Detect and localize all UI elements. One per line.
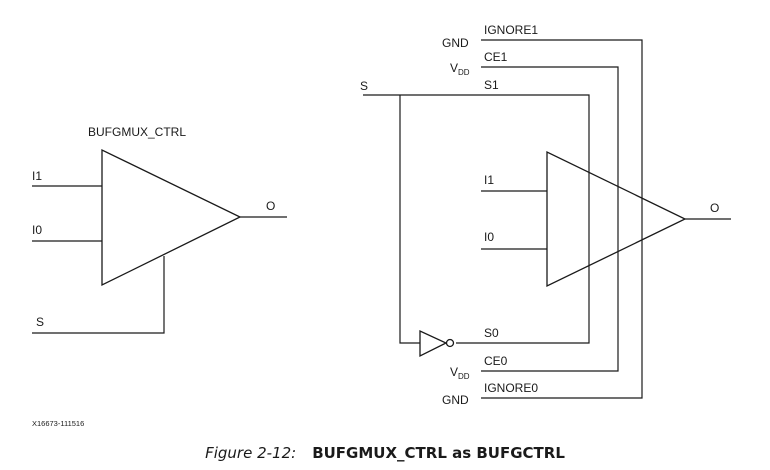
pin-ce0: CE0 [484,354,508,368]
figure-reference-id: X16673-111516 [32,419,84,428]
left-input-i1: I1 [32,169,42,183]
left-title: BUFGMUX_CTRL [88,125,186,139]
vdd-label-top: VDD [450,61,470,77]
diagram-svg: BUFGMUX_CTRL I1 I0 O S S GND IGNORE1 VDD… [32,23,731,428]
right-wire-ignore [481,39,643,399]
pin-ignore1: IGNORE1 [484,23,538,37]
right-select-s: S [360,79,368,93]
left-select-s: S [36,315,44,329]
vdd-label-bottom: VDD [450,365,470,381]
left-wire-s [32,256,165,334]
gnd-label-top: GND [442,36,469,50]
pin-i1: I1 [484,173,494,187]
left-input-i0: I0 [32,223,42,237]
right-output-o: O [710,201,719,215]
figure-number: Figure 2-12: [205,444,297,462]
pin-s1: S1 [484,78,499,92]
pin-s0: S0 [484,326,499,340]
right-buffer-triangle [546,150,687,288]
right-wire-s [363,94,590,344]
left-buffer-triangle [101,148,242,287]
inverter-bubble [445,338,455,348]
pin-ignore0: IGNORE0 [484,381,538,395]
left-diagram: BUFGMUX_CTRL I1 I0 O S [32,125,287,334]
figure-caption: Figure 2-12: BUFGMUX_CTRL as BUFGCTRL [0,444,770,463]
pin-i0: I0 [484,230,494,244]
right-diagram: S GND IGNORE1 VDD CE1 S1 I1 I0 O S0 CE0 … [360,23,731,407]
right-wire-s-to-inverter [399,95,420,344]
pin-ce1: CE1 [484,50,508,64]
figure-title: BUFGMUX_CTRL as BUFGCTRL [312,444,565,462]
right-wire-ce [481,66,619,372]
inverter-triangle [419,329,448,358]
left-output-o: O [266,199,275,213]
gnd-label-bottom: GND [442,393,469,407]
